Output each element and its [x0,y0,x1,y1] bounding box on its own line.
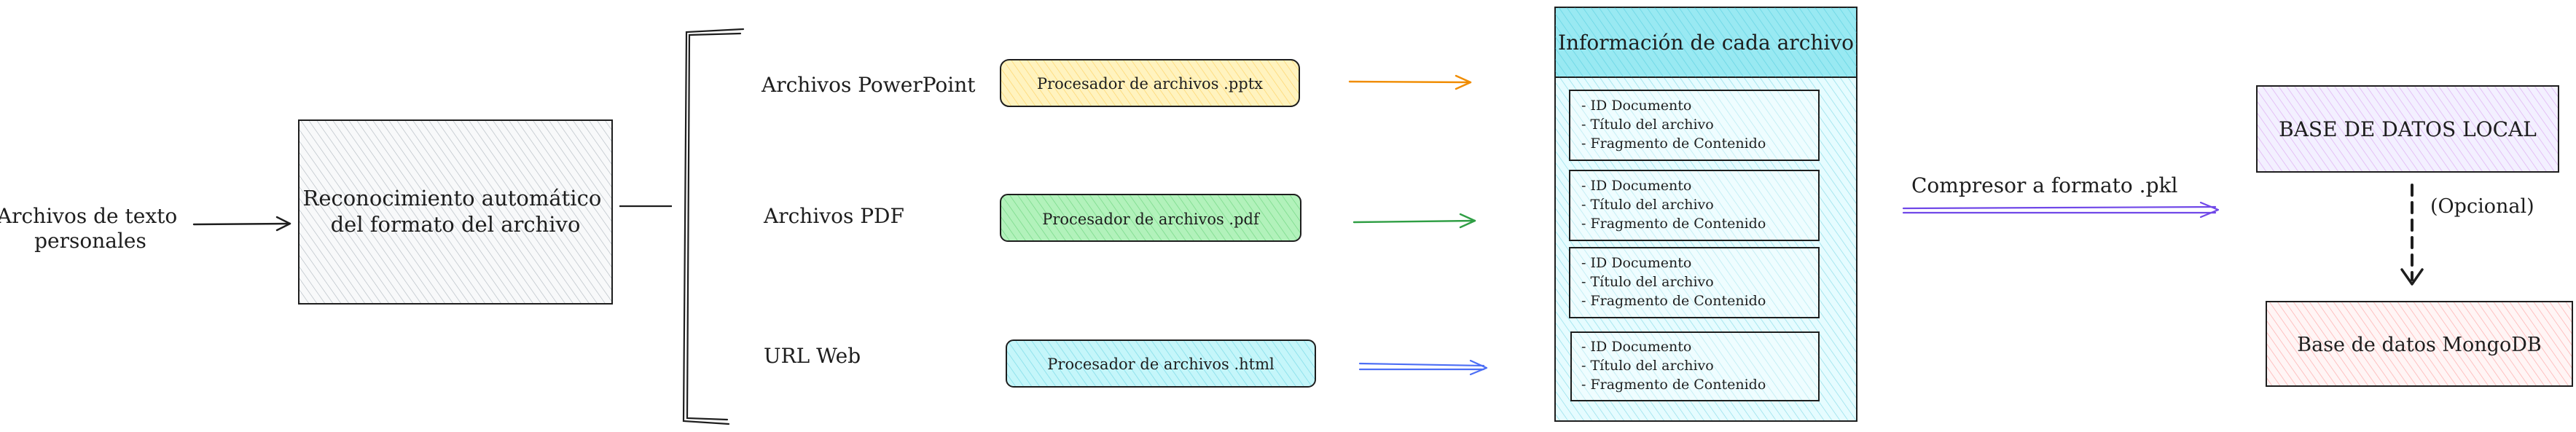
info-record-2: - ID Documento - Título del archivo - Fr… [1569,170,1820,241]
record-1-id: - ID Documento [1581,98,1691,114]
arrow-pdf [1352,213,1476,229]
processor-pdf-label: Procesador de archivos .pdf [1042,211,1261,228]
optional-label: (Opcional) [2430,195,2534,218]
mongo-db-box [2266,301,2573,387]
record-4-id: - ID Documento [1581,339,1691,355]
record-3-title: - Título del archivo [1581,274,1714,290]
record-1-fragment: - Fragmento de Contenido [1581,136,1766,152]
info-panel: Información de cada archivo - ID Documen… [1554,7,1857,422]
svg-text:- ID Documento - Títul: - ID Documento - Título del archivo - Fr… [1581,98,1766,152]
info-record-3: - ID Documento - Título del archivo - Fr… [1569,247,1820,318]
recognizer-label-line-1: Reconocimiento automático [302,186,601,211]
info-record-1: - ID Documento - Título del archivo - Fr… [1569,90,1820,161]
record-4-fragment: - Fragmento de Contenido [1581,377,1766,393]
processor-pptx-label: Procesador de archivos .pptx [1037,75,1263,93]
branch-label-pdf: Archivos PDF [763,204,904,228]
input-label-line-2: personales [34,229,146,253]
record-2-title: - Título del archivo [1581,197,1714,213]
local-db: BASE DE DATOS LOCAL [2256,85,2559,173]
arrow-compressor [1902,201,2220,219]
svg-text:- ID Documento - Títul: - ID Documento - Título del archivo - Fr… [1581,339,1766,393]
record-3-fragment: - Fragmento de Contenido [1581,293,1766,309]
record-3-id: - ID Documento [1581,255,1691,271]
recognizer-label-line-2: del formato del archivo [331,212,581,237]
local-db-label: BASE DE DATOS LOCAL [2279,117,2537,141]
branch-bracket [682,28,745,425]
processor-html-box [1006,339,1316,388]
arrow-optional [2400,184,2424,286]
info-panel-title: Información de cada archivo [1558,31,1854,55]
record-2-fragment: - Fragmento de Contenido [1581,216,1766,232]
record-4-title: - Título del archivo [1581,358,1714,374]
svg-text:- ID Documento - Títul: - ID Documento - Título del archivo - Fr… [1581,178,1766,232]
mongo-db: Base de datos MongoDB [2266,301,2573,387]
record-1-title: - Título del archivo [1581,117,1714,133]
processor-pdf-box [1000,194,1301,242]
input-label-line-1: Archivos de texto [0,204,177,228]
branch-url: URL Web Procesador de archivos .html [764,339,1488,388]
local-db-box [2256,85,2559,173]
info-record-4: - ID Documento - Título del archivo - Fr… [1570,331,1820,401]
processor-html-label: Procesador de archivos .html [1047,356,1275,373]
arrow-pptx [1348,74,1472,90]
recognizer-label: Reconocimiento automático del formato de… [302,186,608,237]
recognizer-box: Reconocimiento automático del formato de… [298,119,613,305]
compressor-label: Compresor a formato .pkl [1911,173,2177,197]
branch-label-powerpoint: Archivos PowerPoint [761,73,976,97]
input-arrow [192,216,291,232]
branch-pdf: Archivos PDF Procesador de archivos .pdf [763,194,1476,242]
arrow-html [1358,359,1488,376]
branch-powerpoint: Archivos PowerPoint Procesador de archiv… [761,59,1472,107]
branch-label-url: URL Web [764,344,861,368]
input-label: Archivos de texto personales [0,204,184,253]
record-2-id: - ID Documento [1581,178,1691,194]
svg-text:- ID Documento - Títul: - ID Documento - Título del archivo - Fr… [1581,255,1766,309]
mongo-db-label: Base de datos MongoDB [2297,334,2541,356]
processor-pptx-box [1000,59,1300,107]
